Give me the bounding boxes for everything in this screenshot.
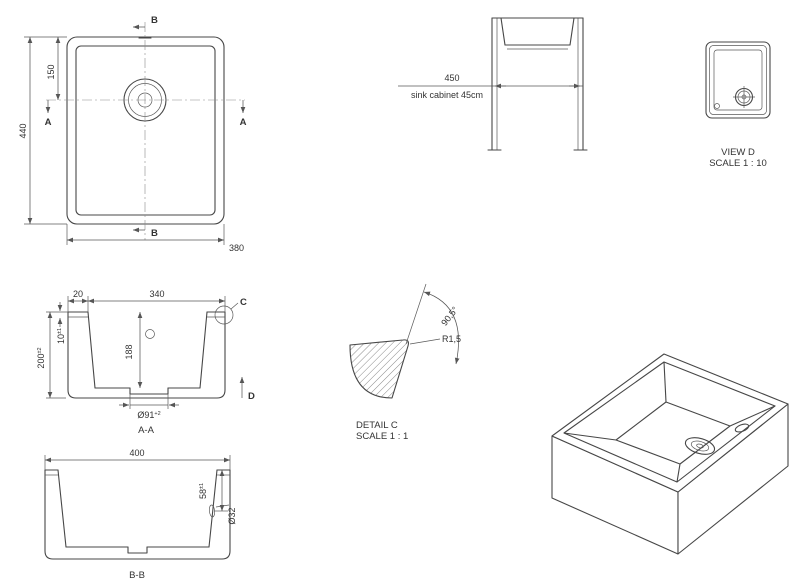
viewd-overflow bbox=[714, 103, 720, 109]
viewd-drain bbox=[733, 86, 755, 108]
bb-drain-recess bbox=[127, 546, 148, 554]
dim-20: 20 bbox=[73, 289, 83, 299]
section-label-a-left: A bbox=[45, 117, 52, 128]
dim-450: 450 bbox=[444, 73, 459, 83]
iso-bowl-bottom bbox=[615, 401, 731, 465]
dim-150: 150 bbox=[46, 64, 56, 79]
view-d-marker: D bbox=[248, 391, 255, 402]
caption-detail-c-scale: SCALE 1 : 1 bbox=[356, 431, 408, 442]
sink-outer-outline bbox=[66, 36, 225, 225]
section-bb: 400 58±1 Ø32 B-B bbox=[44, 448, 237, 581]
front-view: 450 sink cabinet 45cm bbox=[398, 17, 588, 151]
viewd-mid bbox=[709, 45, 767, 115]
viewd-scale: SCALE 1 : 10 bbox=[709, 158, 767, 169]
aa-outer-profile bbox=[67, 311, 226, 399]
detail-c-section bbox=[349, 339, 409, 399]
dim-440: 440 bbox=[18, 123, 28, 138]
iso-overflow-hole bbox=[734, 423, 750, 433]
bb-outer-profile bbox=[44, 469, 231, 560]
dim-200: 200±2 bbox=[36, 347, 46, 368]
iso-bowl-walls bbox=[563, 361, 776, 483]
dim-380: 380 bbox=[229, 243, 244, 253]
dim-10: 10±1 bbox=[56, 328, 66, 344]
dim-o91: Ø91+2 bbox=[137, 410, 160, 420]
sink-inner-outline bbox=[75, 45, 216, 216]
view-d: VIEW D SCALE 1 : 10 bbox=[705, 41, 771, 169]
section-aa: 20 340 200±2 10±1 188 Ø91+2 C D A-A bbox=[36, 289, 255, 436]
viewd-title: VIEW D bbox=[721, 147, 755, 158]
detail-c: 90,5° R1,5 DETAIL C SCALE 1 : 1 bbox=[349, 283, 461, 442]
aa-drain-recess bbox=[129, 387, 169, 395]
aa-overflow-hole bbox=[145, 329, 155, 339]
caption-detail-c: DETAIL C bbox=[356, 420, 398, 431]
section-label-b-top: B bbox=[151, 15, 158, 26]
isometric-view bbox=[551, 353, 789, 555]
angle-arc bbox=[423, 291, 460, 365]
detail-c-circle bbox=[214, 305, 234, 325]
caption-bb: B-B bbox=[129, 570, 145, 581]
dim-radius: R1,5 bbox=[442, 334, 461, 344]
section-label-a-right: A bbox=[240, 117, 247, 128]
caption-aa: A-A bbox=[138, 425, 155, 436]
dim-340: 340 bbox=[149, 289, 164, 299]
plan-view: A A B B 150 440 380 bbox=[18, 15, 247, 253]
viewd-inner bbox=[713, 49, 763, 111]
cabinet-note: sink cabinet 45cm bbox=[411, 90, 483, 100]
section-label-b-bottom: B bbox=[151, 228, 158, 239]
dim-188: 188 bbox=[124, 344, 134, 359]
detail-c-marker: C bbox=[240, 297, 247, 308]
iso-drain bbox=[684, 437, 716, 455]
section-arrows bbox=[45, 24, 246, 233]
dim-58: 58±1 bbox=[198, 483, 208, 499]
sink-front-outline bbox=[500, 17, 575, 50]
dim-o32: Ø32 bbox=[227, 507, 237, 524]
dim-400: 400 bbox=[129, 448, 144, 458]
